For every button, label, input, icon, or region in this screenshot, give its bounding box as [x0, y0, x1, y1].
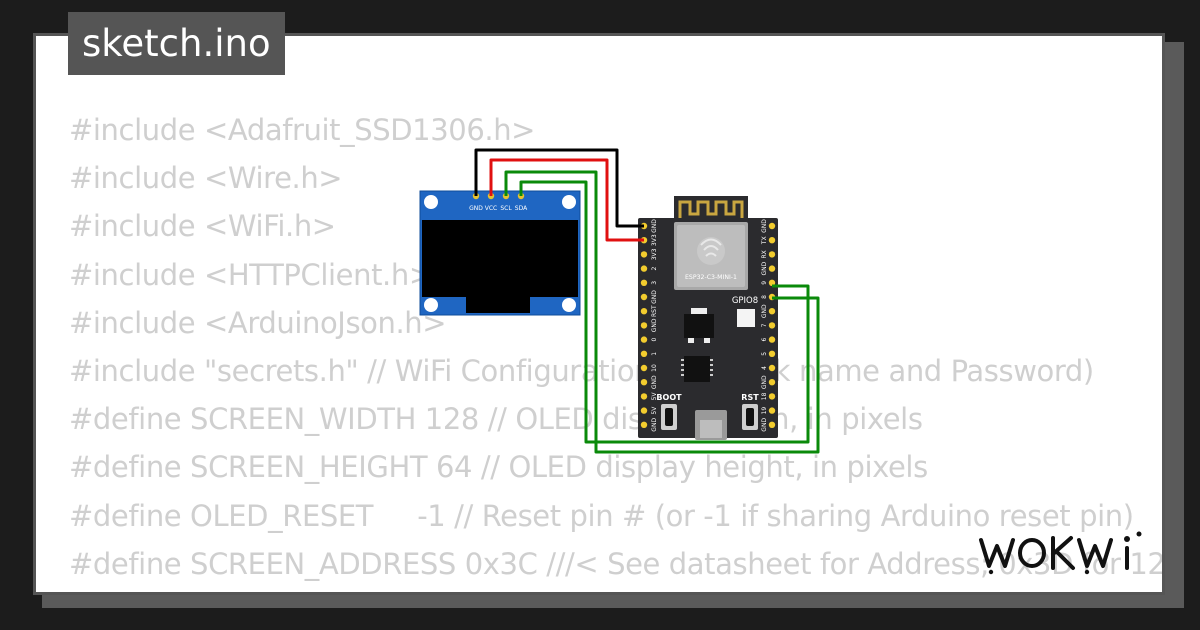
left-pin-label: GND: [651, 290, 658, 304]
left-pin[interactable]: [640, 322, 648, 329]
right-pin-label: 19: [761, 407, 768, 415]
right-pin[interactable]: [768, 421, 776, 428]
wokwi-logo: [979, 531, 1142, 575]
wire-vcc: [489, 158, 644, 242]
right-pin[interactable]: [768, 308, 776, 315]
module-label: ESP32-C3-MINI-1: [685, 274, 737, 281]
wire-scl: [504, 170, 820, 454]
code-line: #include <Adafruit_SSD1306.h>: [69, 113, 536, 147]
right-pin[interactable]: [768, 279, 776, 286]
left-pin[interactable]: [640, 308, 648, 315]
code-line: #define SCREEN_WIDTH 128 // OLED display…: [69, 402, 923, 437]
code-line: #include <ArduinoJson.h>: [69, 305, 447, 340]
code-line: #include "secrets.h" // WiFi Configurati…: [69, 353, 1094, 388]
left-pin[interactable]: [640, 393, 648, 400]
right-pin-label: TX: [761, 236, 768, 245]
left-pin-label: 2: [651, 267, 658, 271]
left-pin-label: 0: [651, 338, 658, 342]
left-pin[interactable]: [640, 421, 648, 428]
left-pin-label: GND: [651, 318, 658, 332]
left-pin[interactable]: [640, 293, 648, 301]
left-pin-label: GND: [651, 418, 658, 432]
right-pin-label: GND: [761, 219, 768, 233]
wire-gnd: [474, 148, 644, 228]
right-pin-label: 5: [761, 352, 768, 356]
right-pin-label: 7: [761, 323, 768, 327]
wires: [474, 148, 820, 454]
right-pin[interactable]: [768, 251, 776, 258]
rst-label: RST: [741, 393, 759, 402]
gpio8-label: GPIO8: [732, 296, 758, 306]
code-line: #include <HTTPClient.h>: [69, 257, 433, 292]
left-pin-label: 1: [651, 352, 658, 356]
code-line: #define OLED_RESET -1 // Reset pin # (or…: [69, 498, 1134, 533]
boot-label: BOOT: [656, 393, 682, 402]
left-pin-label: 3: [651, 281, 658, 285]
left-pin-label: 5V: [651, 406, 658, 415]
right-pin[interactable]: [768, 364, 776, 372]
left-pin-label: GND: [651, 375, 658, 389]
left-pin[interactable]: [640, 407, 648, 414]
right-pin-label: RX: [761, 250, 768, 258]
left-pin[interactable]: [640, 350, 648, 357]
left-pin-label: 10: [651, 364, 658, 372]
right-pin[interactable]: [768, 237, 776, 244]
right-pin[interactable]: [768, 336, 776, 343]
right-pin-label: 9: [761, 281, 768, 285]
oled-pin-label: SDA: [515, 205, 528, 212]
left-pin[interactable]: [640, 364, 648, 372]
left-pin[interactable]: [640, 265, 648, 272]
right-pin[interactable]: [768, 393, 776, 400]
left-pin[interactable]: [640, 251, 648, 258]
gpio8-led: [737, 309, 755, 327]
code-line: #include <Wire.h>: [69, 161, 343, 196]
left-pin[interactable]: [640, 336, 648, 343]
right-pin[interactable]: [768, 222, 776, 230]
right-pin[interactable]: [768, 265, 776, 272]
right-pin-label: 4: [761, 366, 768, 370]
left-pin-label: RST: [651, 305, 658, 317]
code-line: #include <WiFi.h>: [69, 209, 336, 244]
right-pin-label: 18: [761, 392, 768, 400]
oled-pin-label: VCC: [485, 205, 497, 212]
oled-pin-label: SCL: [500, 205, 512, 212]
left-pin[interactable]: [640, 379, 648, 386]
oled-pin-label: GND: [469, 205, 483, 212]
right-pin-label: GND: [761, 261, 768, 275]
left-pin-label: 3V3: [651, 248, 658, 260]
left-pin-label: 3V3: [651, 234, 658, 246]
file-tab[interactable]: sketch.ino: [68, 12, 285, 75]
oled-screen: [422, 220, 578, 297]
right-pin-label: GND: [761, 418, 768, 432]
right-pin[interactable]: [768, 407, 776, 414]
right-pin-label: GND: [761, 304, 768, 318]
right-pin-label: GND: [761, 375, 768, 389]
esp32-c3-board[interactable]: ESP32-C3-MINI-1 GPIO8 BOOT RST GND3V33V3…: [638, 196, 778, 440]
code-line: #define SCREEN_HEIGHT 64 // OLED display…: [69, 450, 928, 485]
left-pin-label: GND: [651, 219, 658, 233]
right-pin[interactable]: [768, 379, 776, 386]
right-pin[interactable]: [768, 350, 776, 357]
left-pin[interactable]: [640, 279, 648, 286]
left-pin-label: 5V: [651, 392, 658, 401]
wire-sda: [519, 180, 810, 444]
right-pin[interactable]: [768, 322, 776, 329]
right-pin-label: 6: [761, 338, 768, 342]
right-pin-label: 8: [761, 295, 768, 299]
